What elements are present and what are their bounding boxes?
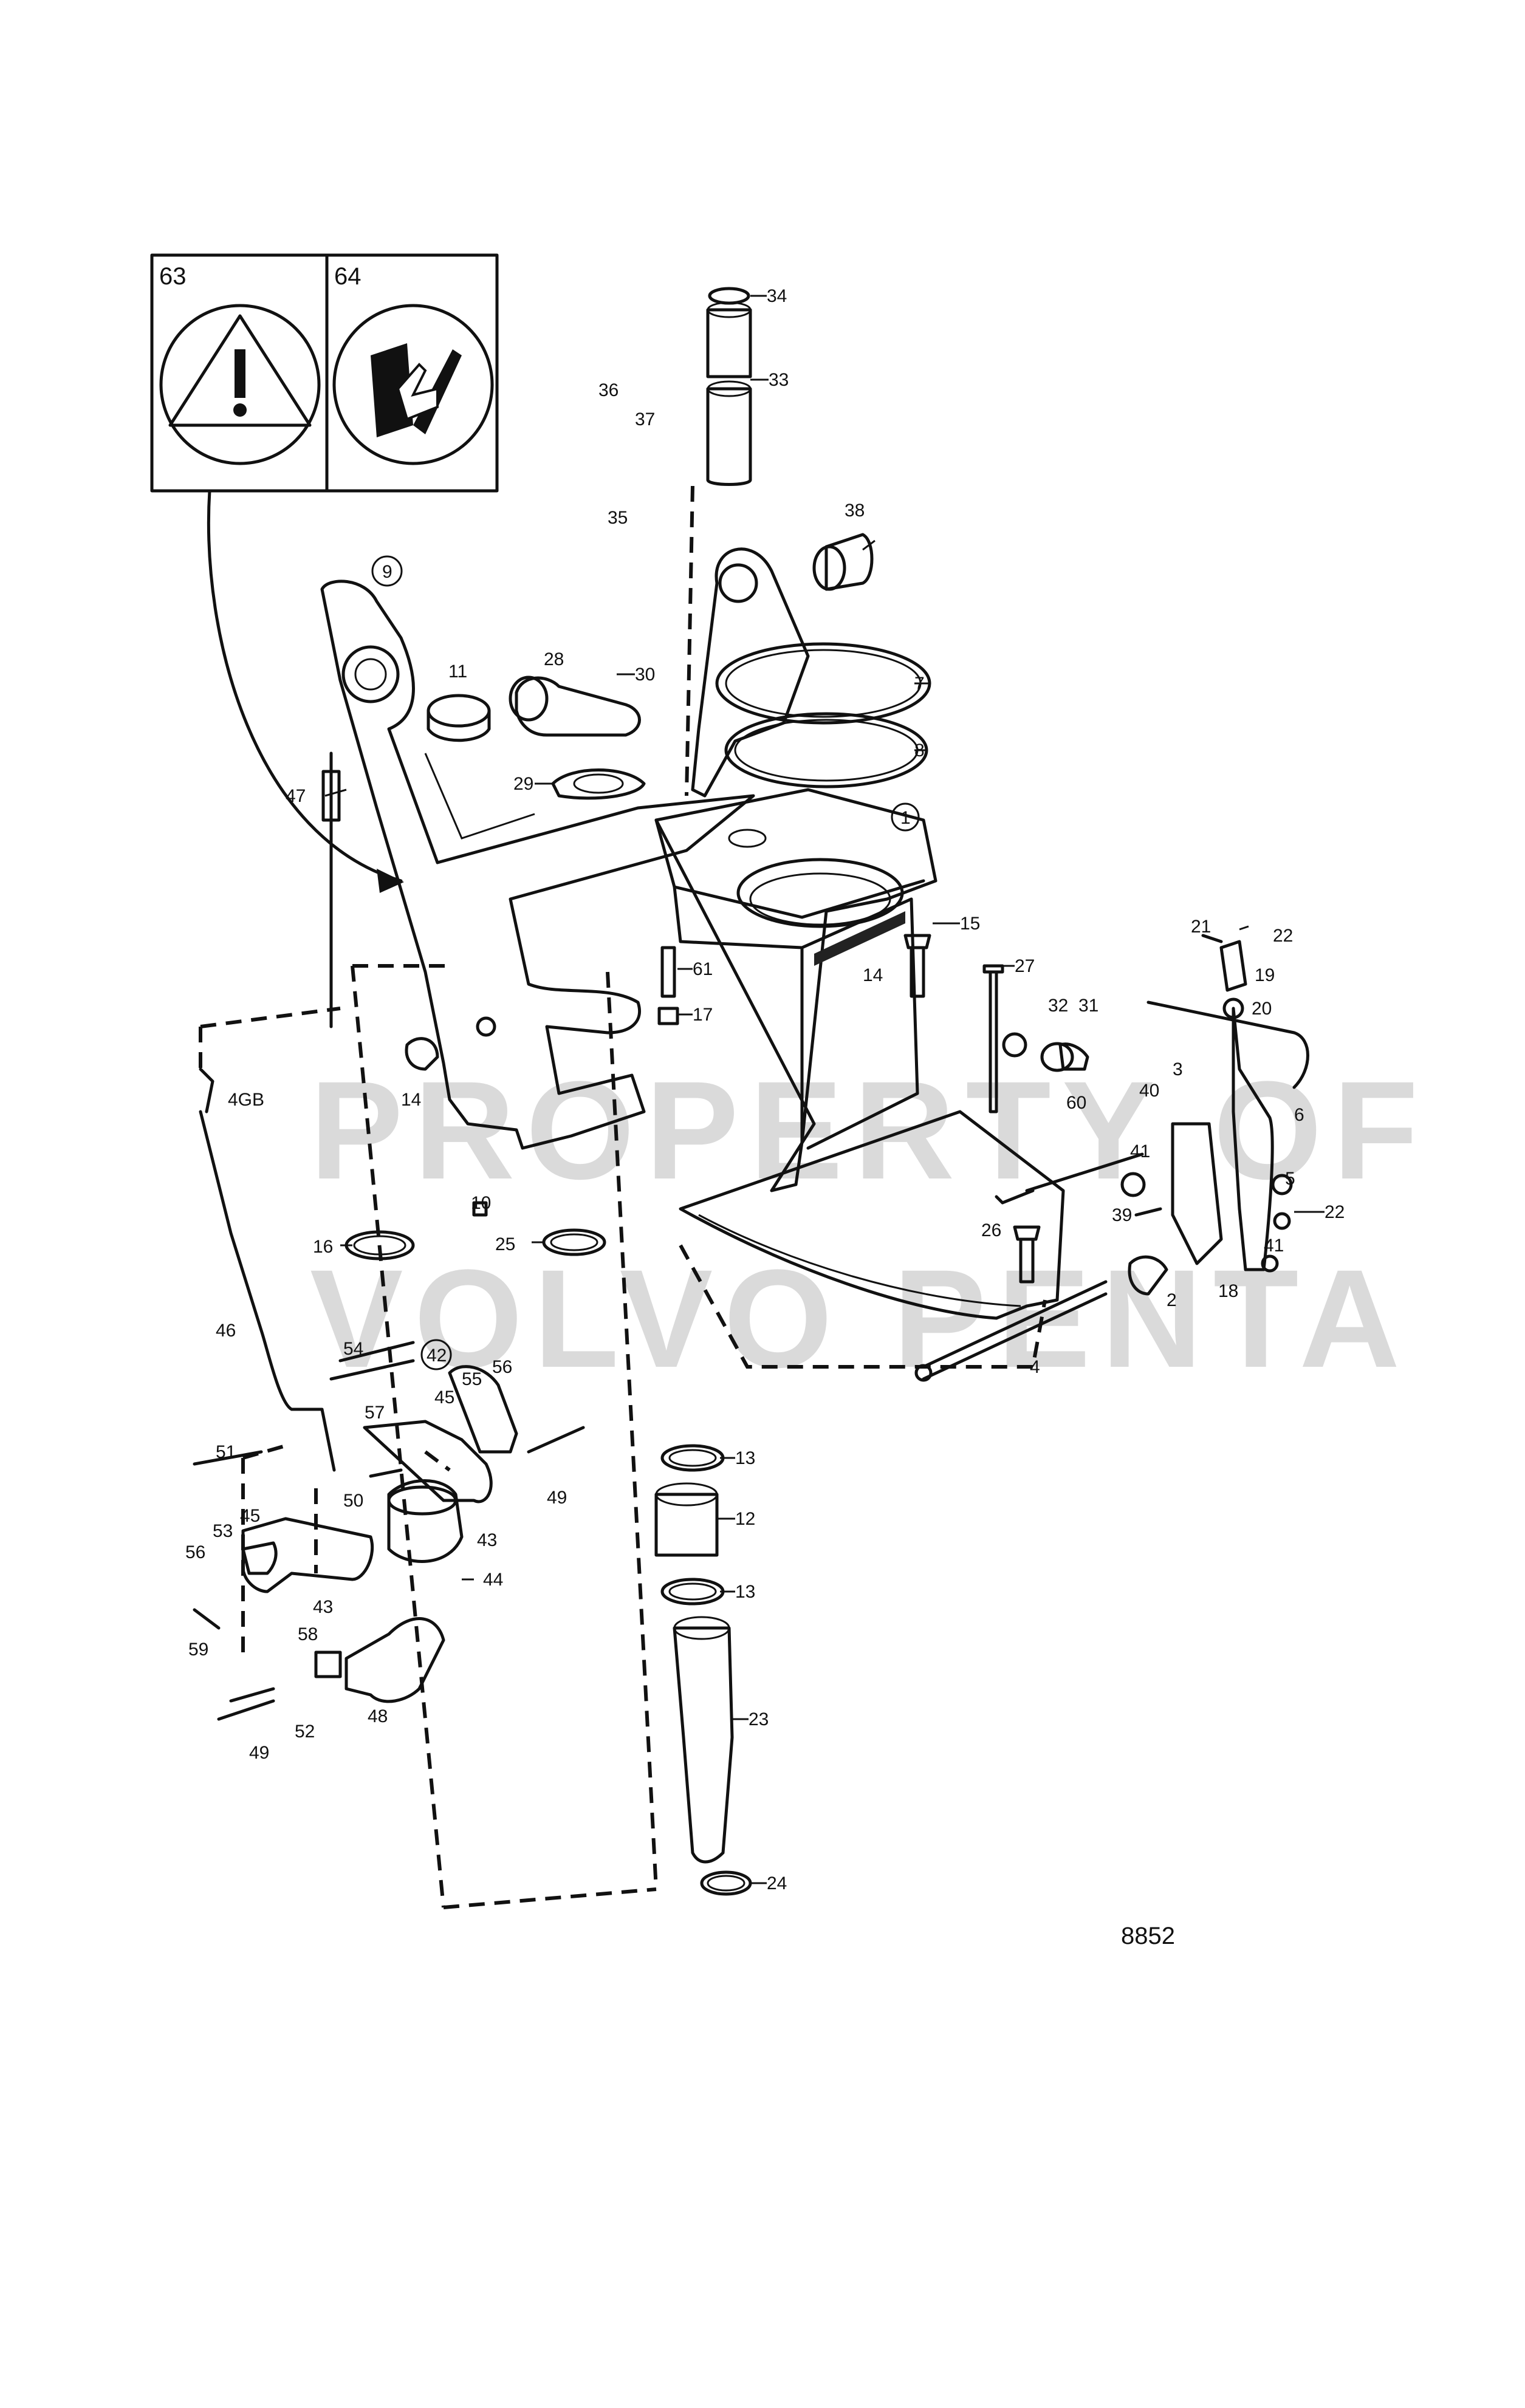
callout-16: 16 — [313, 1237, 333, 1257]
callout-27: 27 — [1015, 956, 1035, 976]
callout-49a: 49 — [547, 1488, 567, 1508]
steering-arm — [320, 580, 755, 1150]
callout-38: 38 — [845, 501, 865, 521]
callout-43b: 43 — [313, 1597, 333, 1617]
callout-42: 42 — [420, 1339, 452, 1370]
callout-30: 30 — [635, 665, 655, 685]
callout-28: 28 — [544, 649, 564, 669]
callout-45b: 45 — [240, 1506, 260, 1526]
fasteners — [405, 934, 1089, 1284]
callout-4gb: 4GB — [228, 1090, 264, 1110]
callout-37: 37 — [635, 409, 655, 429]
reference-arrow — [207, 489, 403, 883]
callout-50: 50 — [343, 1491, 363, 1511]
reference-arrow-head — [377, 869, 404, 893]
callout-52: 52 — [295, 1722, 315, 1742]
callout-61: 61 — [693, 959, 713, 979]
callout-11: 11 — [448, 662, 467, 682]
callout-19: 19 — [1255, 965, 1275, 985]
svg-text:42: 42 — [427, 1346, 447, 1366]
callout-6: 6 — [1294, 1105, 1304, 1125]
callout-22b: 22 — [1325, 1202, 1345, 1222]
callout-47: 47 — [286, 786, 306, 806]
callout-39: 39 — [1112, 1205, 1132, 1225]
callout-15: 15 — [960, 914, 980, 934]
callout-46: 46 — [216, 1321, 236, 1341]
right-arm-and-rings — [691, 547, 931, 798]
callout-58: 58 — [298, 1624, 318, 1644]
callout-3: 3 — [1173, 1059, 1183, 1079]
callout-18: 18 — [1218, 1281, 1238, 1301]
callout-45a: 45 — [434, 1387, 454, 1408]
callout-55: 55 — [462, 1369, 482, 1389]
callout-31: 31 — [1078, 996, 1098, 1016]
svg-text:1: 1 — [900, 808, 911, 828]
callout-12: 12 — [735, 1509, 755, 1529]
callout-13b: 13 — [735, 1582, 755, 1602]
callout-13a: 13 — [735, 1448, 755, 1468]
warning-triangle-icon — [159, 304, 321, 465]
leader-lines — [324, 295, 1325, 1884]
callout-32: 32 — [1048, 996, 1068, 1016]
callout-21: 21 — [1191, 917, 1211, 937]
callout-53: 53 — [213, 1521, 233, 1541]
callout-26: 26 — [981, 1220, 1001, 1240]
dashed-assembly-lines — [199, 485, 1047, 1909]
symbol-box: 63 64 — [150, 253, 499, 493]
main-housing — [654, 788, 1065, 1320]
callout-40: 40 — [1139, 1081, 1159, 1101]
watermark-line-1: PROPERTY OF — [310, 1052, 1429, 1208]
shift-assembly — [193, 1067, 585, 1721]
callout-41a: 41 — [1130, 1141, 1150, 1161]
sleeve-stack — [706, 287, 874, 591]
callout-34: 34 — [767, 286, 787, 306]
callout-59: 59 — [188, 1640, 208, 1660]
callout-24: 24 — [767, 1873, 787, 1893]
callout-5: 5 — [1285, 1169, 1295, 1189]
callout-4: 4 — [1030, 1357, 1040, 1377]
callout-56a: 56 — [492, 1357, 512, 1377]
callout-labels: 1 2 3 4 5 6 7 8 9 10 11 12 13 13 14 14 1… — [185, 286, 1345, 1893]
callout-20: 20 — [1252, 999, 1272, 1019]
callout-14b: 14 — [863, 965, 883, 985]
callout-8: 8 — [914, 741, 925, 761]
callout-17: 17 — [693, 1005, 713, 1025]
callout-57: 57 — [365, 1403, 385, 1423]
callout-10: 10 — [471, 1193, 491, 1213]
callout-22a: 22 — [1273, 926, 1293, 946]
callout-7: 7 — [914, 674, 925, 694]
callout-41b: 41 — [1264, 1236, 1284, 1256]
callout-54: 54 — [343, 1339, 363, 1359]
callout-56b: 56 — [185, 1542, 205, 1562]
callout-29: 29 — [513, 774, 533, 794]
callout-44: 44 — [483, 1570, 503, 1590]
callout-25: 25 — [495, 1234, 515, 1254]
callout-36: 36 — [598, 380, 619, 400]
drawing-number: 8852 — [1121, 1923, 1175, 1949]
callout-48: 48 — [368, 1706, 388, 1726]
symbol-label-63: 63 — [159, 263, 187, 290]
cover-parts — [427, 676, 646, 800]
callout-23: 23 — [749, 1709, 769, 1729]
callout-49b: 49 — [249, 1743, 269, 1763]
manual-book-icon — [332, 304, 494, 465]
symbol-label-64: 64 — [334, 263, 362, 290]
callout-43a: 43 — [477, 1530, 497, 1550]
callout-1: 1 — [891, 802, 920, 832]
svg-text:9: 9 — [382, 562, 392, 582]
callout-33: 33 — [769, 370, 789, 390]
callout-35: 35 — [608, 508, 628, 528]
callout-14a: 14 — [401, 1090, 421, 1110]
control-lever-assembly — [914, 934, 1309, 1382]
callout-9: 9 — [371, 555, 403, 587]
watermark-line-2: VOLVO PENTA — [310, 1240, 1411, 1397]
callout-60: 60 — [1066, 1093, 1086, 1113]
callout-51: 51 — [216, 1442, 236, 1462]
callout-2: 2 — [1167, 1290, 1177, 1310]
